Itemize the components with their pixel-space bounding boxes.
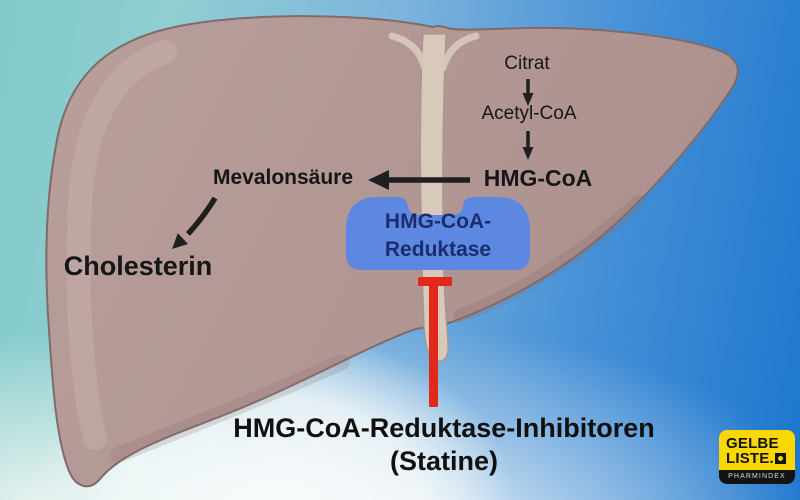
liver-shading-right [453, 195, 645, 323]
label-inhibitor: HMG-CoA-Reduktase-Inhibitoren (Statine) [140, 412, 748, 478]
label-cholesterin: Cholesterin [63, 251, 213, 281]
logo-dot-icon [774, 453, 786, 464]
logo-tagline: PHARMINDEX [719, 470, 795, 484]
logo-line2-text: LISTE. [726, 450, 774, 467]
arrow-hmgcoa-to-mevalonsaeure [368, 170, 470, 190]
label-enzyme: HMG-CoA- Reduktase [346, 208, 530, 264]
logo-yellow-box: GELBE LISTE. [719, 430, 795, 470]
liver-highlight [66, 40, 177, 450]
arrow-acetylcoa-to-hmgcoa [522, 131, 534, 160]
logo-line2: LISTE. [726, 451, 795, 466]
inhibition-t-bar [418, 277, 452, 407]
gelbe-liste-logo: GELBE LISTE. PHARMINDEX [719, 430, 795, 484]
arrow-citrat-to-acetylcoa [522, 79, 534, 106]
ligament-arm-right [439, 32, 480, 72]
liver-shading-left [110, 354, 350, 463]
label-citrat: Citrat [504, 53, 550, 74]
arrow-mevalonsaeure-to-cholesterin [172, 196, 218, 249]
logo-line1: GELBE [726, 435, 779, 452]
label-inhibitor-line2: (Statine) [390, 446, 498, 476]
enzyme-shape [346, 197, 530, 270]
label-inhibitor-line1: HMG-CoA-Reduktase-Inhibitoren [233, 413, 655, 443]
label-hmg-coa: HMG-CoA [483, 165, 593, 191]
ligament-arm-left [388, 32, 429, 72]
label-enzyme-line2: Reduktase [384, 238, 492, 261]
label-enzyme-line1: HMG-CoA- [384, 210, 492, 233]
label-acetyl-coa: Acetyl-CoA [481, 103, 577, 124]
label-mevalonsaeure: Mevalonsäure [212, 166, 354, 189]
